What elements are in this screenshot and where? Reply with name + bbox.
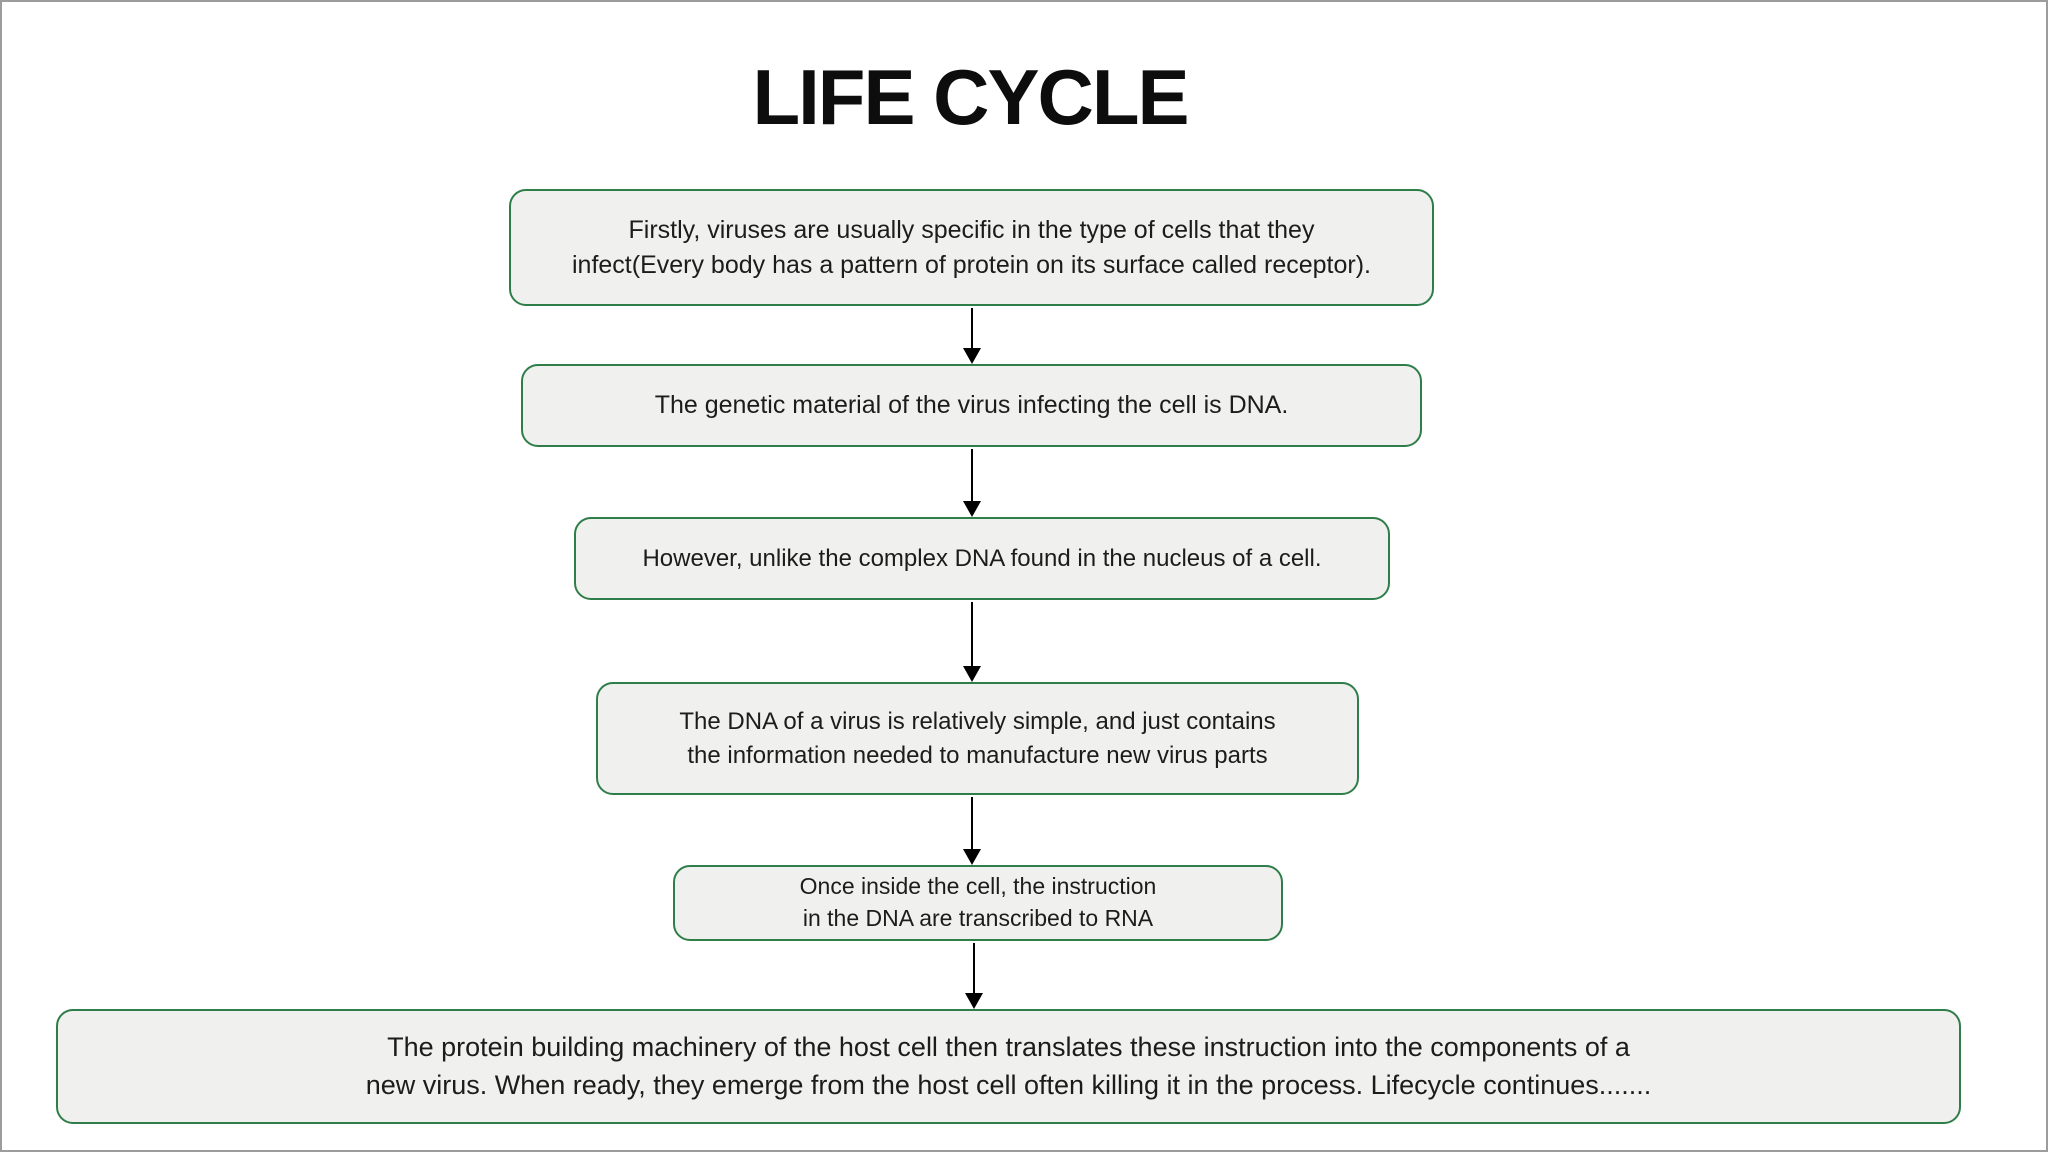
- flow-step-5-text: Once inside the cell, the instruction in…: [799, 873, 1157, 931]
- down-arrow-icon: [971, 308, 973, 349]
- flow-step-2: The genetic material of the virus infect…: [521, 364, 1422, 447]
- flow-step-5: Once inside the cell, the instruction in…: [673, 865, 1283, 941]
- flow-step-6-text: The protein building machinery of the ho…: [365, 1032, 1652, 1100]
- flow-step-2-text: The genetic material of the virus infect…: [654, 391, 1289, 420]
- down-arrow-icon: [973, 943, 975, 994]
- down-arrow-icon: [971, 449, 973, 502]
- page-title: LIFE CYCLE: [752, 53, 1189, 141]
- flow-step-1-text: Firstly, viruses are usually specific in…: [571, 216, 1372, 279]
- down-arrow-icon: [971, 797, 973, 850]
- flow-step-6: The protein building machinery of the ho…: [56, 1009, 1961, 1124]
- flow-step-4: The DNA of a virus is relatively simple,…: [596, 682, 1359, 795]
- flow-step-3-text: However, unlike the complex DNA found in…: [642, 544, 1322, 572]
- flow-step-3: However, unlike the complex DNA found in…: [574, 517, 1390, 600]
- flow-step-1: Firstly, viruses are usually specific in…: [509, 189, 1434, 306]
- flow-step-4-text: The DNA of a virus is relatively simple,…: [679, 708, 1276, 769]
- down-arrow-icon: [971, 602, 973, 667]
